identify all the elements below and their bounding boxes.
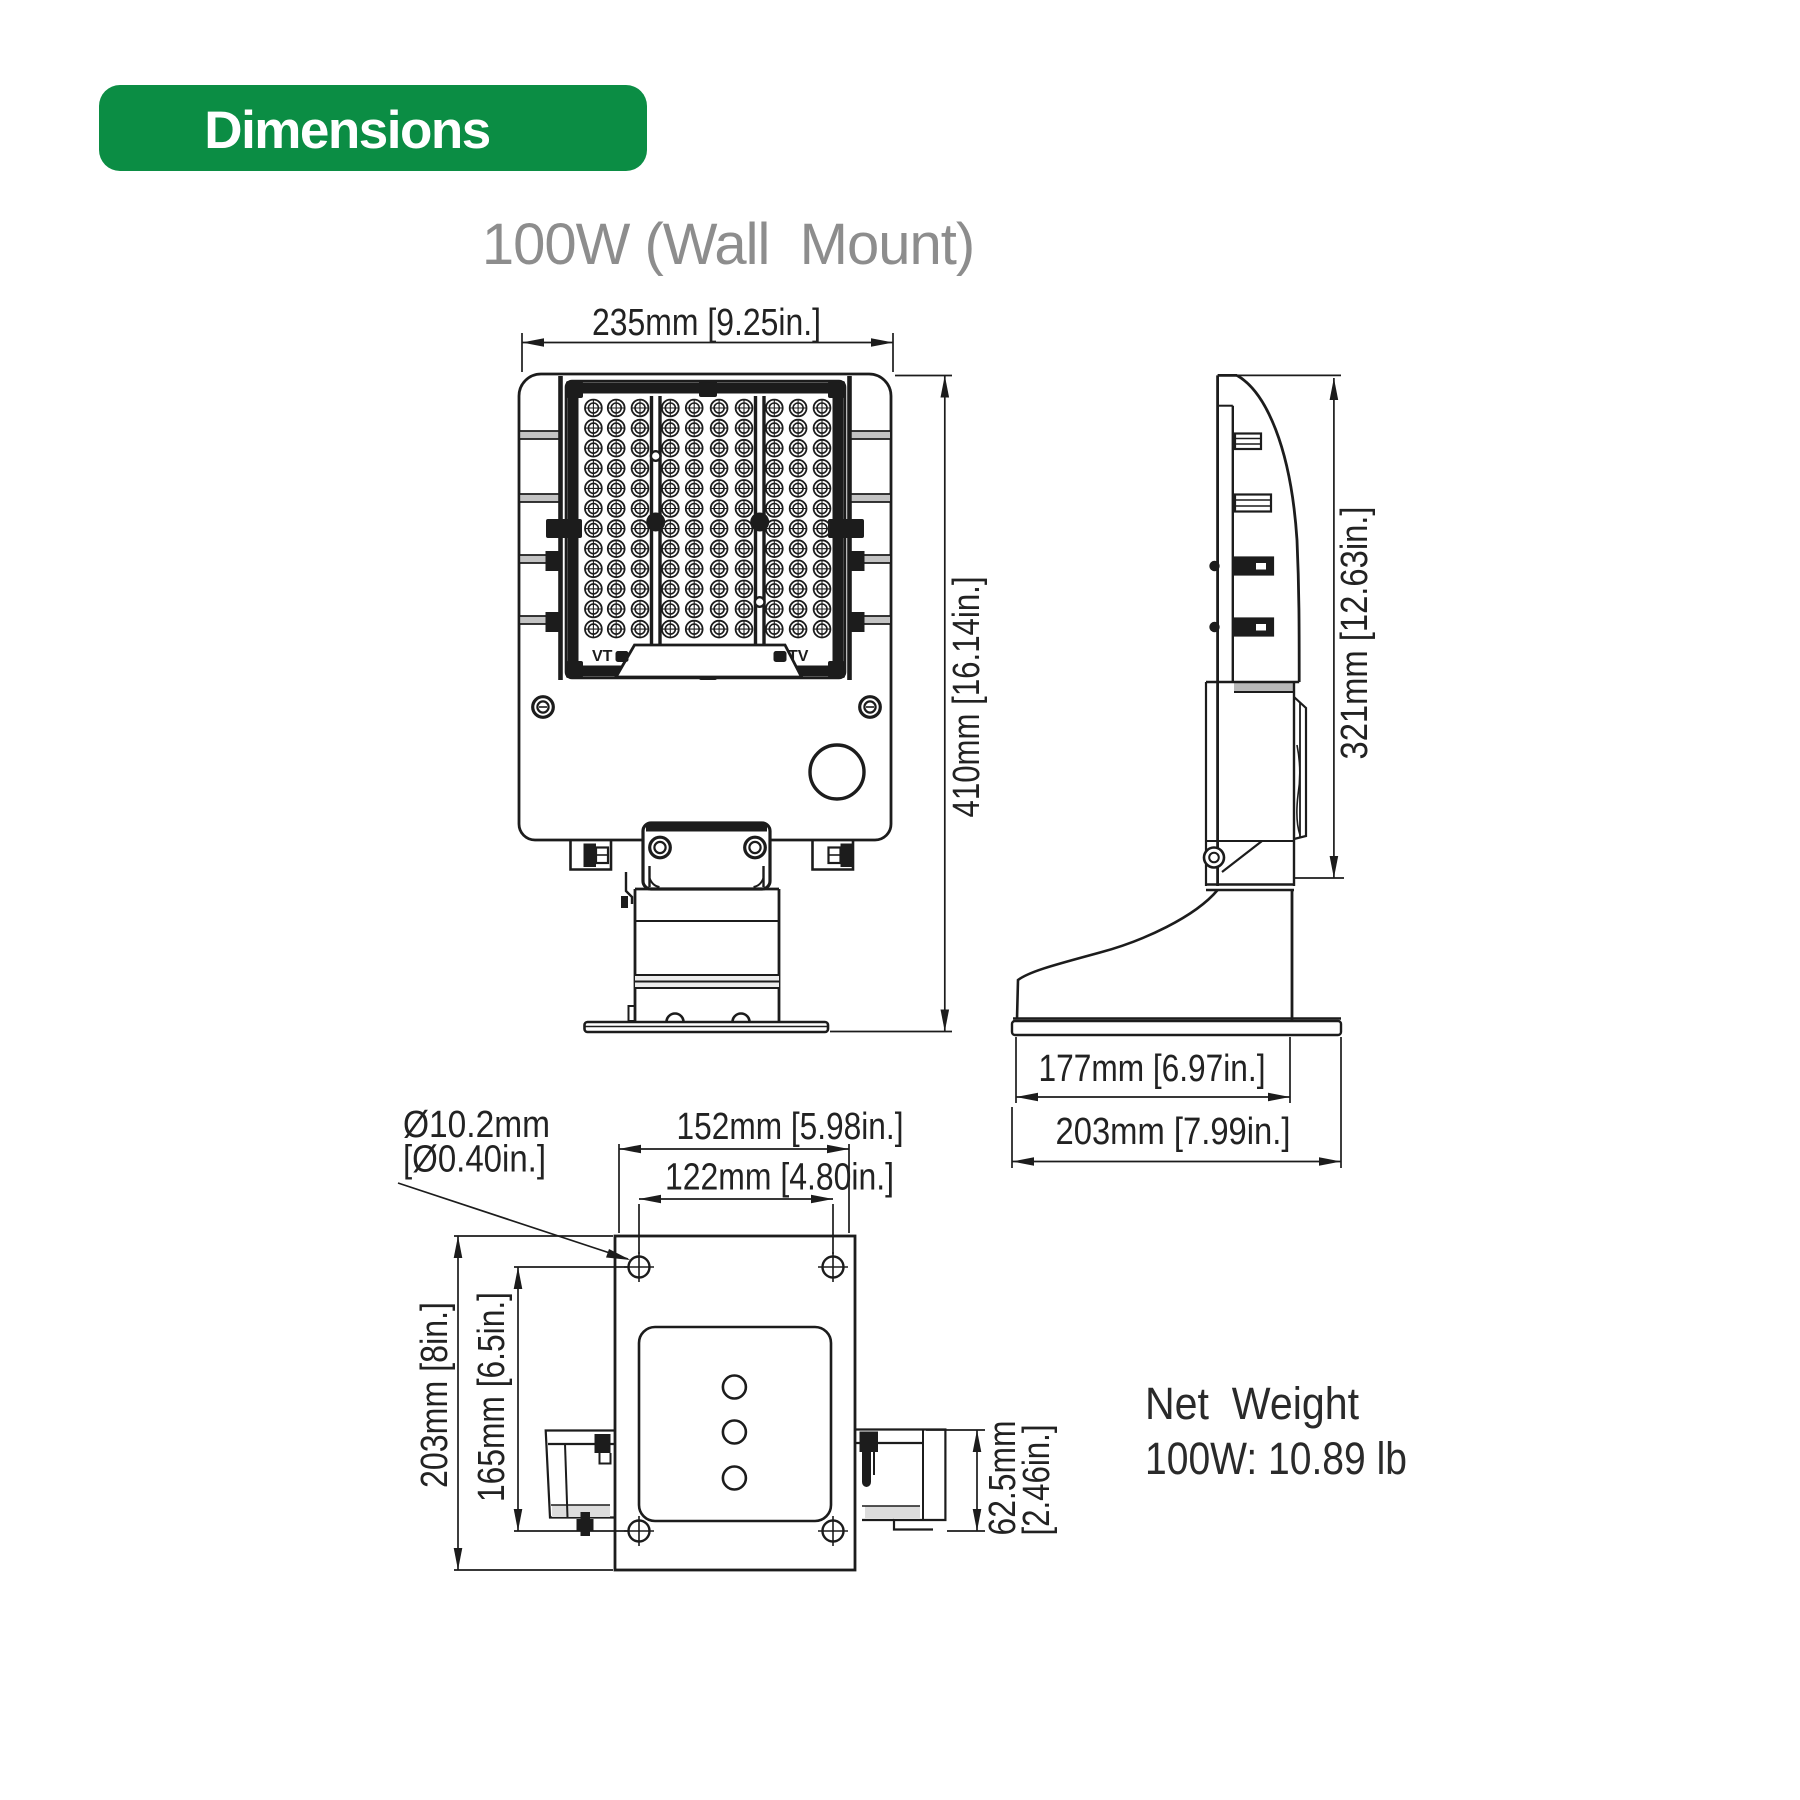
svg-text:62.5mm: 62.5mm <box>982 1421 1024 1536</box>
svg-text:235mm [9.25in.]: 235mm [9.25in.] <box>592 302 821 344</box>
svg-text:165mm [6.5in.]: 165mm [6.5in.] <box>471 1292 513 1502</box>
svg-text:Net Weight: Net Weight <box>1145 1378 1359 1429</box>
svg-text:321mm [12.63in.]: 321mm [12.63in.] <box>1334 507 1376 760</box>
svg-text:[2.46in.]: [2.46in.] <box>1016 1425 1058 1536</box>
svg-text:100W (Wall Mount): 100W (Wall Mount) <box>482 212 974 277</box>
svg-text:Ø10.2mm: Ø10.2mm <box>403 1104 550 1146</box>
svg-text:[Ø0.40in.]: [Ø0.40in.] <box>403 1139 546 1181</box>
svg-text:122mm [4.80in.]: 122mm [4.80in.] <box>665 1157 894 1199</box>
svg-text:100W: 10.89 lb: 100W: 10.89 lb <box>1145 1433 1407 1484</box>
svg-text:203mm [8in.]: 203mm [8in.] <box>414 1302 456 1488</box>
svg-text:152mm [5.98in.]: 152mm [5.98in.] <box>677 1106 904 1148</box>
svg-text:410mm [16.14in.]: 410mm [16.14in.] <box>946 577 988 818</box>
svg-text:TV: TV <box>788 648 809 665</box>
svg-text:203mm [7.99in.]: 203mm [7.99in.] <box>1056 1111 1291 1153</box>
svg-text:VT: VT <box>592 648 613 665</box>
svg-text:Dimensions: Dimensions <box>204 101 489 160</box>
svg-text:177mm [6.97in.]: 177mm [6.97in.] <box>1039 1048 1266 1090</box>
